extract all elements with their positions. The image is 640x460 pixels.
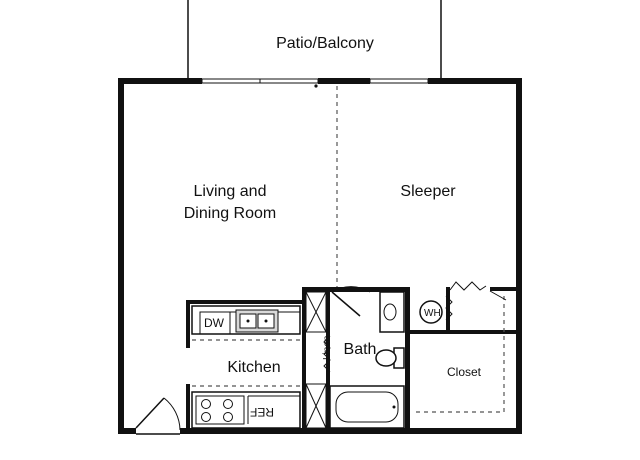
kitchen-counter-bottom — [186, 384, 301, 430]
patio-label: Patio/Balcony — [276, 35, 374, 52]
entry-door — [135, 397, 181, 435]
closet-label: Closet — [447, 365, 482, 379]
living-label-line1: Living and — [194, 183, 267, 200]
living-label-line2: Dining Room — [184, 205, 276, 222]
closet-rod — [416, 290, 507, 413]
kitchen-label: Kitchen — [227, 359, 280, 376]
linen-label: Linen — [322, 336, 333, 360]
linen-closets — [305, 291, 331, 429]
water-heater — [419, 281, 487, 324]
sliding-door — [201, 78, 319, 88]
exterior-walls — [118, 78, 522, 434]
sleeper-label: Sleeper — [400, 183, 456, 200]
kitchen-counter-top — [191, 305, 301, 341]
patio-outline — [187, 0, 442, 80]
top-window — [369, 78, 429, 84]
bath-fixtures — [329, 286, 405, 429]
bath-label: Bath — [344, 341, 377, 358]
dishwasher-label: DW — [204, 316, 225, 330]
water-heater-label: WH — [424, 308, 441, 319]
refrigerator-label: REF — [250, 405, 274, 419]
